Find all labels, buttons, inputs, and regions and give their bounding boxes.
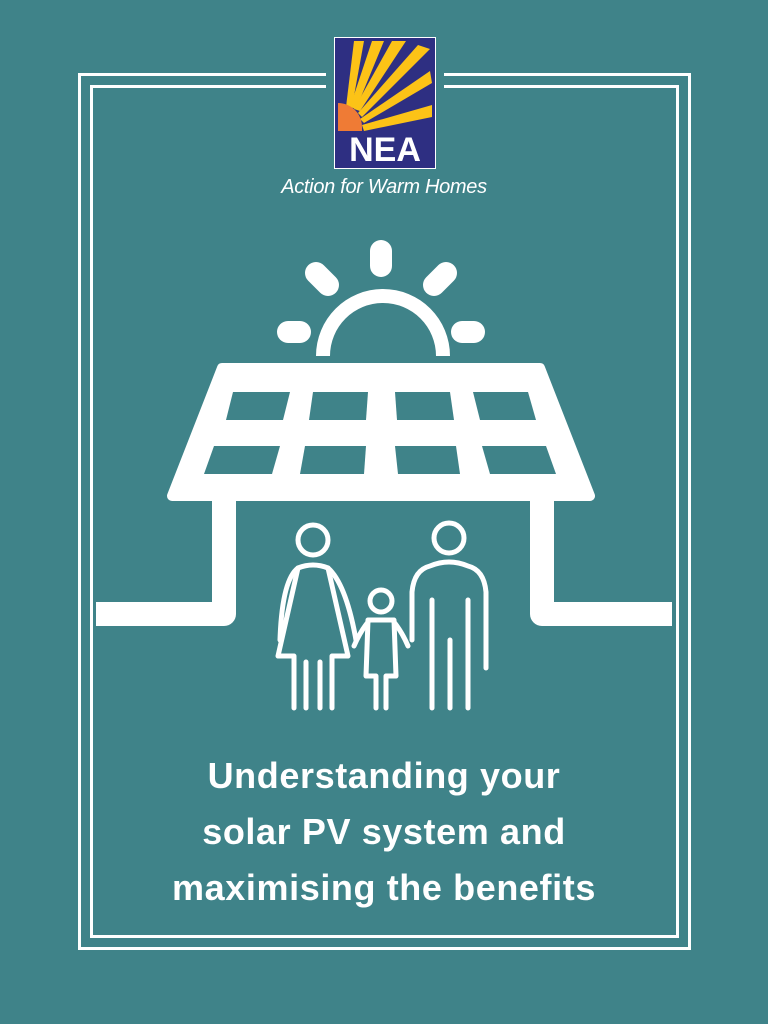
house-outline-icon [96, 500, 672, 626]
nea-logo: NEA [326, 30, 444, 176]
family-icon [275, 520, 489, 711]
title-line-2: solar PV system and [202, 811, 566, 852]
title-line-3: maximising the benefits [172, 867, 596, 908]
title-line-1: Understanding your [207, 755, 561, 796]
solar-panel-icon [167, 363, 595, 501]
sun-icon [277, 240, 485, 356]
page-title: Understanding your solar PV system and m… [0, 748, 768, 916]
logo-text: NEA [349, 131, 421, 169]
tagline: Action for Warm Homes [281, 176, 487, 198]
